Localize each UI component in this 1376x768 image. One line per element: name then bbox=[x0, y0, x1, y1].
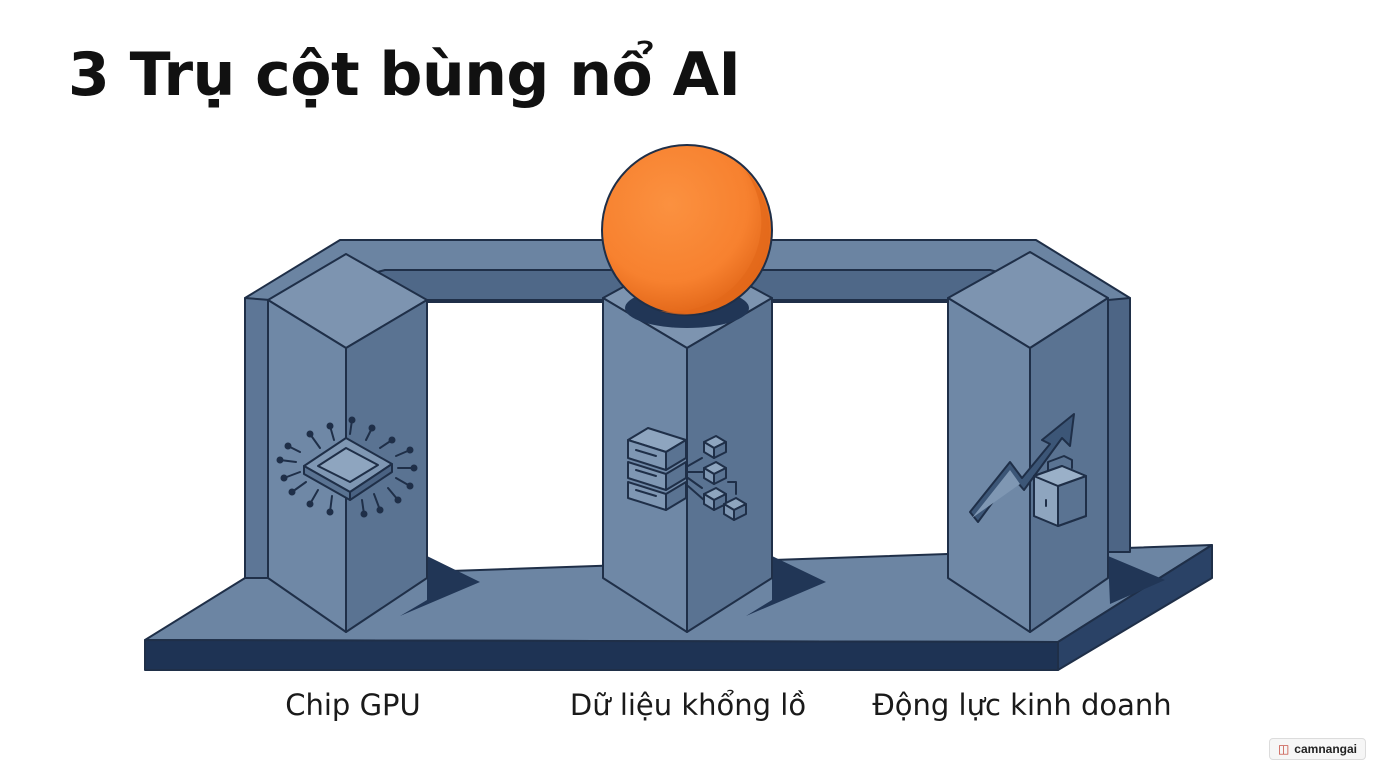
pillar-label-business-drive: Động lực kinh doanh bbox=[872, 688, 1172, 722]
data-server-icon bbox=[627, 427, 747, 521]
pillar-shadows bbox=[400, 556, 1165, 616]
gpu-chip-icon bbox=[276, 416, 418, 518]
watermark-badge: ◫ camnangai bbox=[1268, 738, 1366, 760]
business-growth-icon bbox=[969, 413, 1087, 527]
book-icon: ◫ bbox=[1277, 742, 1290, 756]
pillar-business-drive bbox=[947, 251, 1109, 633]
page-title: 3 Trụ cột bùng nổ AI bbox=[68, 40, 741, 110]
watermark-text: camnangai bbox=[1294, 742, 1357, 756]
pillar-label-big-data: Dữ liệu khổng lồ bbox=[569, 688, 807, 722]
orange-sphere bbox=[601, 144, 773, 328]
pillar-label-chip-gpu: Chip GPU bbox=[285, 688, 421, 722]
